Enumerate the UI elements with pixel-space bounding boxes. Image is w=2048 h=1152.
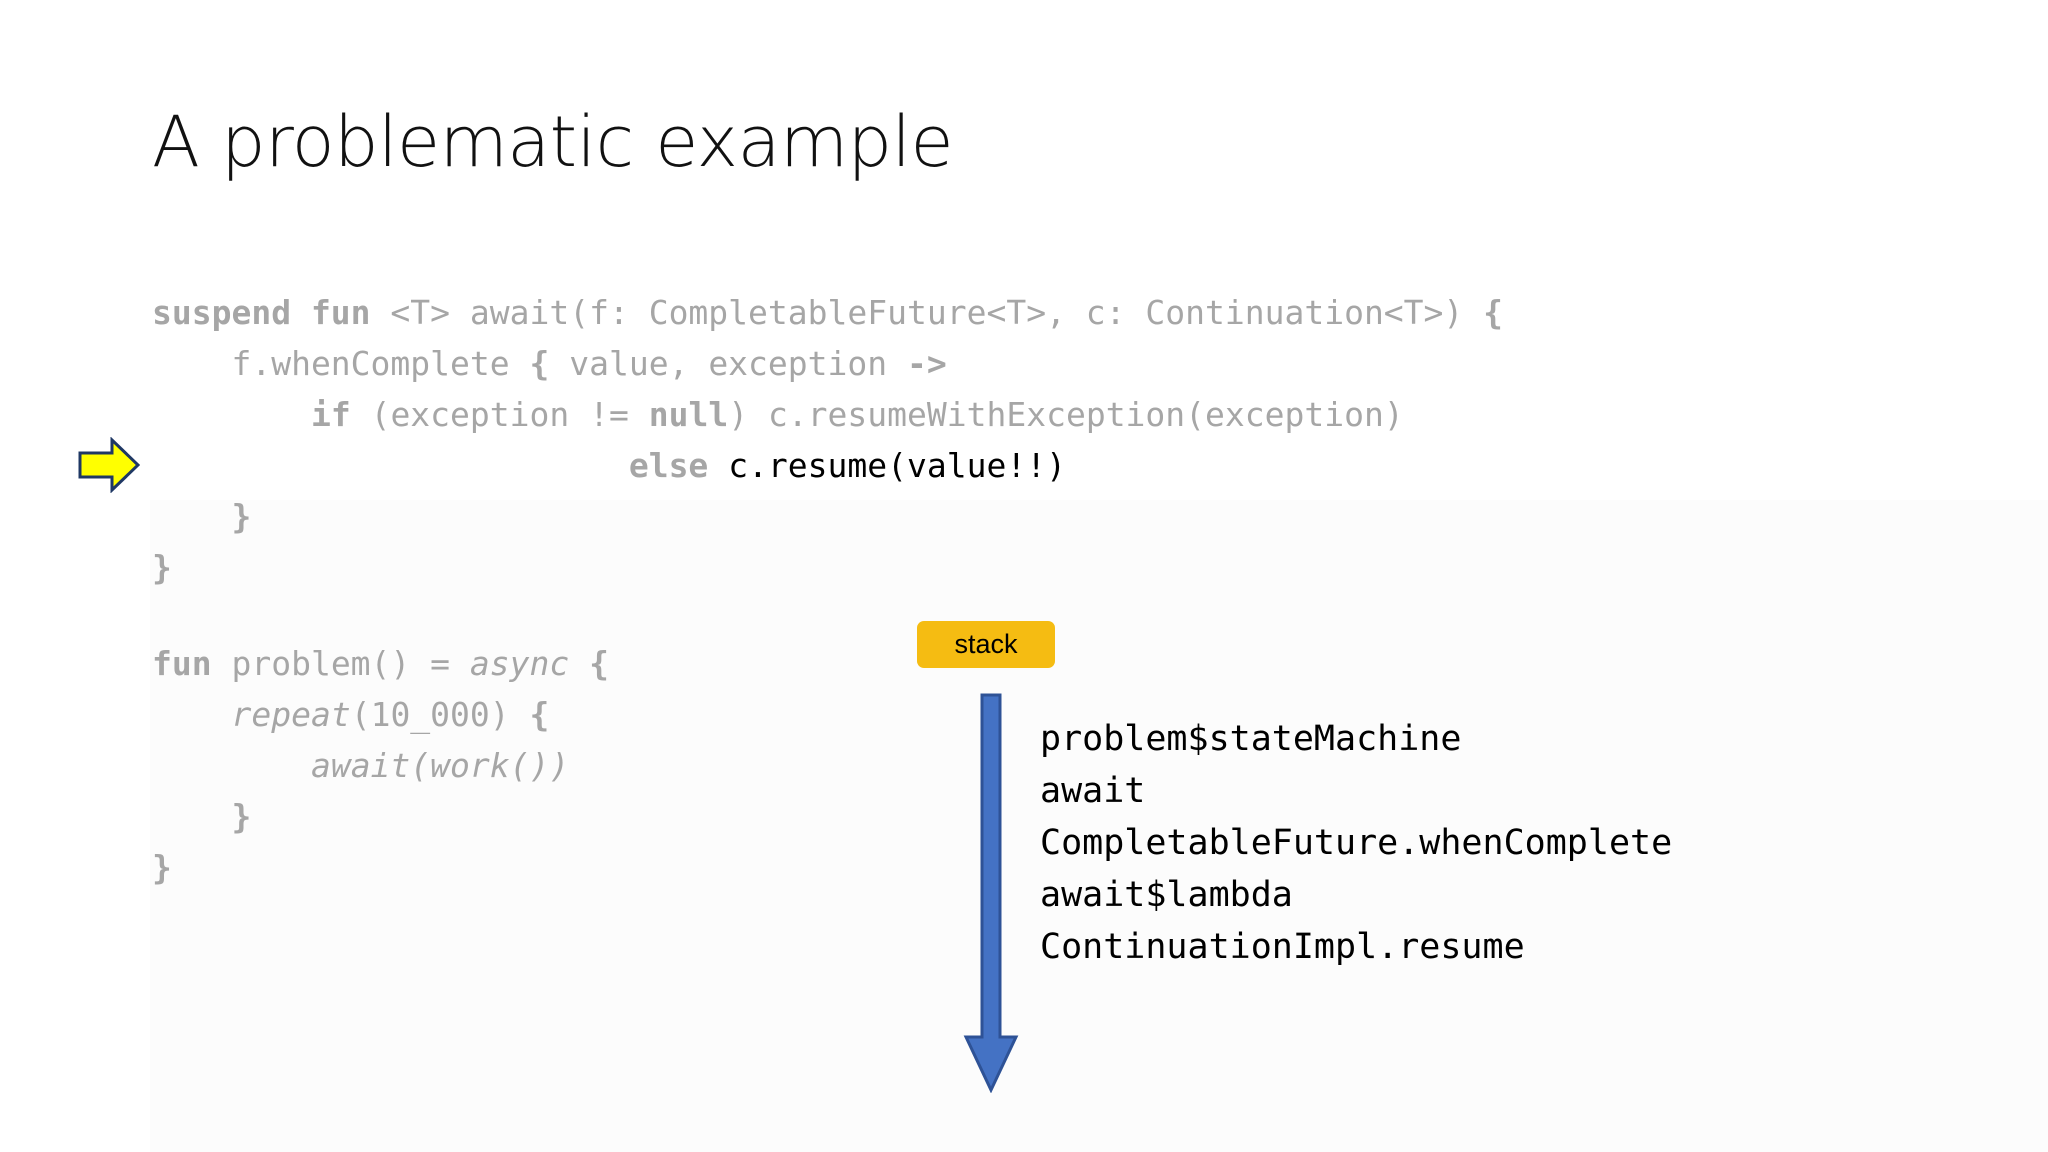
- code-top-line-3: if (exception != null) c.resumeWithExcep…: [152, 389, 1503, 440]
- code-token: (exception !=: [350, 395, 649, 434]
- code-bottom-line-5: }: [152, 842, 609, 893]
- code-token: [152, 497, 231, 536]
- arrow-right-icon: [78, 436, 141, 494]
- code-token: [152, 797, 231, 836]
- code-token: else: [628, 446, 709, 485]
- code-token: {: [529, 344, 550, 383]
- code-bottom-line-1: fun problem() = async {: [152, 638, 609, 689]
- code-token: }: [231, 797, 252, 836]
- code-token: {: [1483, 293, 1504, 332]
- code-token: [152, 395, 311, 434]
- code-token: problem() =: [211, 644, 470, 683]
- code-block-await-implementation: suspend fun <T> await(f: CompletableFutu…: [152, 287, 1503, 593]
- code-token: [152, 695, 231, 734]
- code-token: {: [529, 695, 550, 734]
- code-token: <T> await(f: CompletableFuture<T>, c: Co…: [390, 293, 1484, 332]
- code-token: [152, 446, 629, 485]
- code-token: }: [152, 848, 172, 887]
- code-token: async: [469, 644, 570, 683]
- code-bottom-line-4: }: [152, 791, 609, 842]
- code-bottom-line-2: repeat(10_000) {: [152, 689, 609, 740]
- code-token: fun: [152, 644, 212, 683]
- code-top-line-4: else c.resume(value!!): [152, 440, 1503, 491]
- arrow-down-icon: [960, 693, 1022, 1094]
- code-token: [708, 446, 728, 485]
- code-top-line-1: suspend fun <T> await(f: CompletableFutu…: [152, 287, 1503, 338]
- code-token: value, exception: [549, 344, 907, 383]
- stack-trace-entry: CompletableFuture.whenComplete: [1040, 823, 1673, 863]
- stack-trace-entry: await: [1040, 771, 1146, 811]
- code-token: {: [589, 644, 609, 683]
- code-token: (10_000): [350, 695, 530, 734]
- code-token: suspend fun: [152, 293, 391, 332]
- stack-badge-label: stack: [954, 629, 1018, 659]
- code-token: ) c.resumeWithException(exception): [728, 395, 1404, 434]
- code-token: null: [648, 395, 729, 434]
- code-token: [152, 746, 311, 785]
- content-placeholder: [150, 500, 2048, 1152]
- code-token: }: [152, 548, 172, 587]
- stack-trace-entry: await$lambda: [1040, 875, 1293, 915]
- code-top-line-5: }: [152, 491, 1503, 542]
- code-top-line-2: f.whenComplete { value, exception ->: [152, 338, 1503, 389]
- code-token: [569, 644, 589, 683]
- code-token: }: [231, 497, 252, 536]
- code-block-problem-function: fun problem() = async { repeat(10_000) {…: [152, 638, 609, 893]
- code-token: await(work()): [310, 746, 570, 785]
- code-bottom-line-3: await(work()): [152, 740, 609, 791]
- code-token: f.whenComplete: [152, 344, 530, 383]
- page-title: A problematic example: [152, 101, 954, 183]
- code-token: if: [310, 395, 351, 434]
- code-token: c.resume(value!!): [728, 446, 1066, 485]
- code-token: ->: [907, 344, 947, 383]
- stack-trace-entry: problem$stateMachine: [1040, 719, 1462, 759]
- code-token: repeat: [231, 695, 351, 734]
- code-top-line-6: }: [152, 542, 1503, 593]
- status-badge-stack: stack: [917, 621, 1055, 668]
- stack-trace-entry: ContinuationImpl.resume: [1040, 927, 1525, 967]
